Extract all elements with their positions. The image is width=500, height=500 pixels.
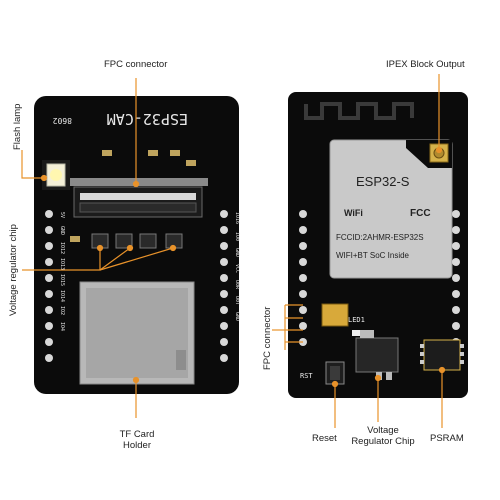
front-pins-left (45, 210, 53, 362)
callout-lines (21, 74, 446, 428)
module-wifi: WiFi (344, 208, 363, 218)
front-pin-labels-left: 5V GND IO12 IO13 IO15 IO14 IO2 IO4 (59, 212, 65, 331)
svg-text:IO4: IO4 (59, 322, 65, 331)
label-fpc-connector-top: FPC connector (104, 59, 168, 70)
svg-text:5V: 5V (59, 212, 65, 218)
module-fcc: FCC (410, 208, 431, 219)
tantalum-capacitor (321, 303, 349, 327)
svg-text:IO13: IO13 (59, 258, 65, 270)
label-voltage-regulator-chip-bottom: Voltage Regulator Chip (348, 425, 418, 448)
label-ipex-block-output: IPEX Block Output (386, 59, 465, 70)
label-tf-card-line2: Holder (123, 439, 151, 451)
board-front-title: ESP32-CAM (107, 110, 188, 128)
svg-text:GND: GND (59, 226, 65, 235)
voltage-regulator-back (355, 330, 399, 380)
psram-chip (420, 339, 464, 371)
svg-text:U0R: U0R (234, 280, 240, 290)
voltage-regulator-front (70, 233, 183, 249)
board-back (288, 92, 468, 398)
label-reset: Reset (312, 433, 337, 444)
label-voltage-line1: Voltage (367, 425, 399, 436)
flash-lamp (42, 160, 70, 190)
front-pins-right (220, 210, 228, 362)
module-desc: WIFI+BT SoC Inside (336, 251, 410, 260)
module-fccid: FCCID:2AHMR-ESP32S (336, 233, 424, 242)
svg-text:GND: GND (234, 312, 240, 321)
label-fpc-connector-right: FPC connector (262, 306, 273, 370)
label-voltage-line2: Regulator Chip (351, 435, 415, 447)
label-voltage-regulator-chip-left: Voltage regulator chip (8, 224, 19, 316)
label-psram: PSRAM (430, 433, 464, 444)
svg-text:IO0: IO0 (234, 232, 240, 241)
label-tf-card-line1: TF Card (119, 429, 155, 440)
board-front: ESP32-CAM (34, 96, 239, 394)
board-front-code: 8602 (53, 116, 72, 125)
module-name: ESP32-S (356, 174, 410, 189)
svg-text:IO14: IO14 (59, 290, 65, 302)
svg-text:IO16: IO16 (234, 212, 240, 224)
reset-button-part (325, 361, 345, 385)
svg-text:VCC: VCC (234, 264, 240, 273)
back-pins (299, 210, 460, 346)
svg-text:IO15: IO15 (59, 274, 65, 286)
led1-silk: LED1 (348, 316, 365, 324)
label-flash-lamp: Flash lamp (12, 103, 23, 150)
front-pin-labels-right: IO16 IO0 GND VCC U0R U0T GND (234, 212, 240, 321)
led1 (352, 330, 362, 336)
svg-text:IO12: IO12 (59, 242, 65, 254)
tf-card-holder (79, 281, 195, 385)
svg-text:U0T: U0T (234, 296, 240, 305)
svg-text:GND: GND (234, 248, 240, 257)
svg-text:IO2: IO2 (59, 306, 65, 315)
rst-silk: RST (300, 372, 313, 380)
label-tf-card-holder: TF Card Holder (112, 429, 162, 452)
module-text: ESP32-S WiFi FCC FCCID:2AHMR-ESP32S WIFI… (336, 174, 431, 260)
